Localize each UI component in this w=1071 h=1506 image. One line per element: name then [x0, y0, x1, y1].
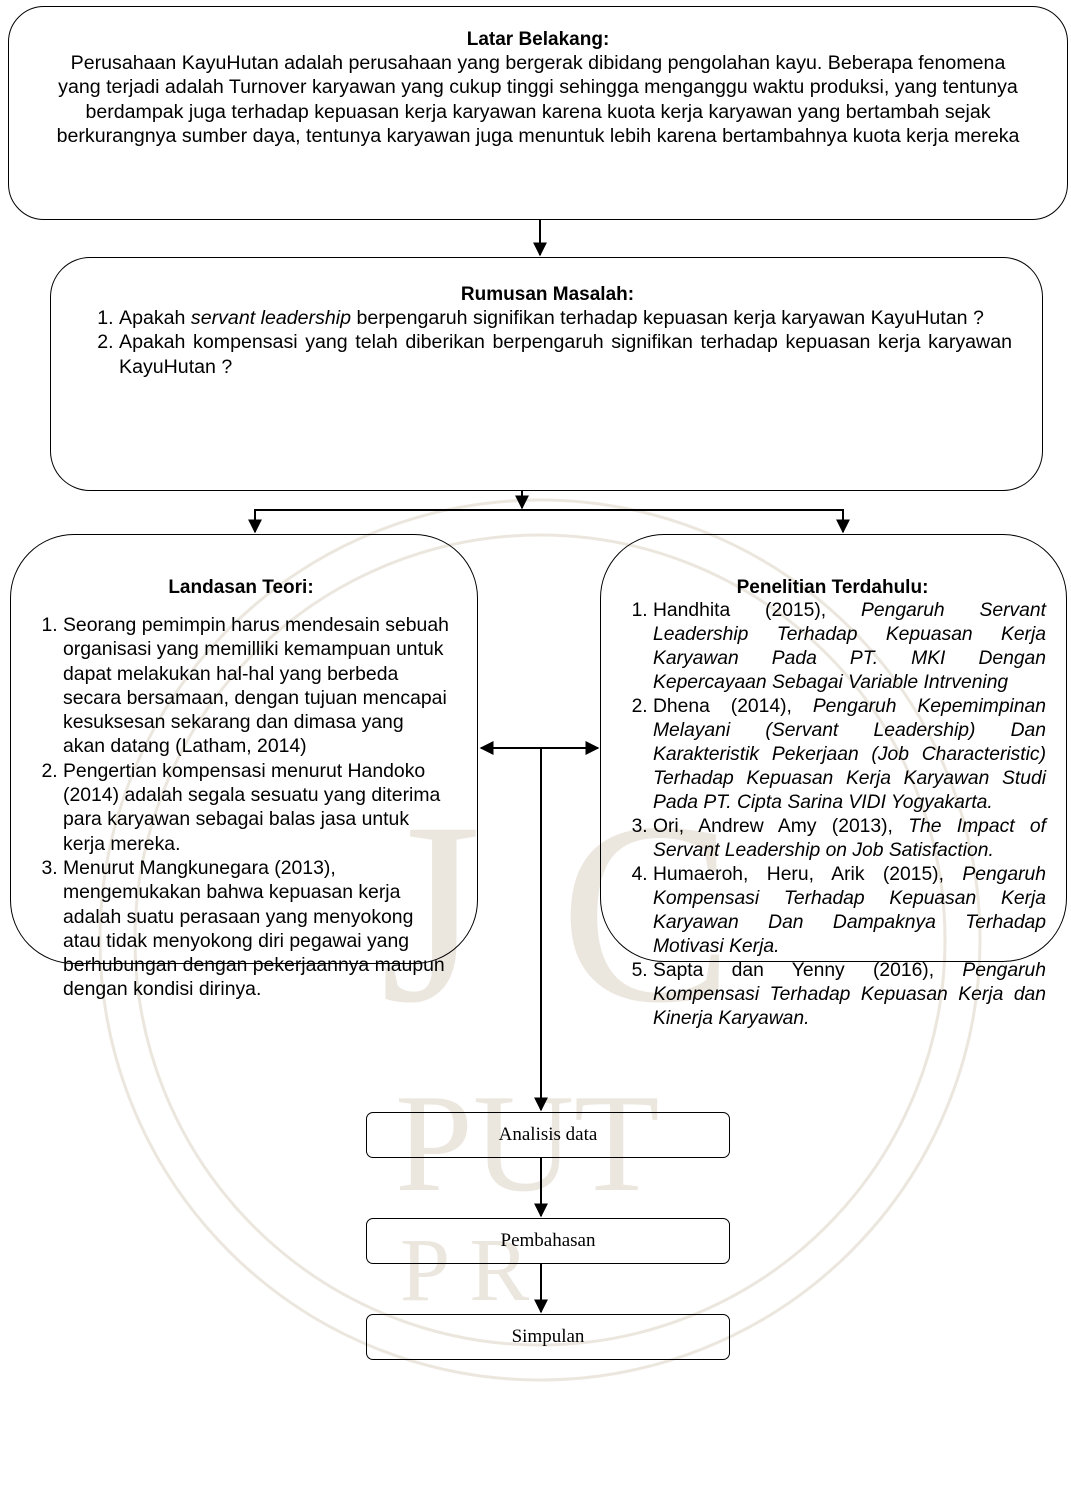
- list-item: Ori, Andrew Amy (2013), The Impact of Se…: [653, 815, 1046, 863]
- list-item: Humaeroh, Heru, Arik (2015), Pengaruh Ko…: [653, 863, 1046, 959]
- rumusan-masalah-box: Rumusan Masalah: Apakah servant leadersh…: [50, 257, 1043, 491]
- list-item: Sapta dan Yenny (2016), Pengaruh Kompens…: [653, 959, 1046, 1031]
- penelitian-terdahulu-box: Penelitian Terdahulu: Handhita (2015), P…: [600, 534, 1067, 1029]
- simpulan-box: Simpulan: [366, 1314, 730, 1360]
- split-line: [254, 509, 844, 530]
- list-item: Handhita (2015), Pengaruh Servant Leader…: [653, 599, 1046, 695]
- rumusan-masalah-title: Rumusan Masalah:: [460, 284, 635, 305]
- latar-belakang-text: Perusahaan KayuHutan adalah perusahaan y…: [56, 52, 1020, 148]
- landasan-teori-box: Landasan Teori: Seorang pemimpin harus m…: [10, 534, 478, 1000]
- list-item: Seorang pemimpin harus mendesain sebuah …: [63, 613, 449, 759]
- list-item: Menurut Mangkunegara (2013), mengemukaka…: [63, 856, 449, 1002]
- landasan-teori-title: Landasan Teori:: [168, 577, 314, 598]
- penelitian-terdahulu-title: Penelitian Terdahulu:: [736, 577, 929, 598]
- rumusan-masalah-list: Apakah servant leadership berpengaruh si…: [83, 306, 1012, 379]
- list-item: Apakah kompensasi yang telah diberikan b…: [119, 330, 1012, 379]
- pembahasan-box: Pembahasan: [366, 1218, 730, 1264]
- list-item: Dhena (2014), Pengaruh Kepemimpinan Mela…: [653, 695, 1046, 815]
- list-item: Apakah servant leadership berpengaruh si…: [119, 306, 1012, 330]
- landasan-teori-list: Seorang pemimpin harus mendesain sebuah …: [33, 613, 449, 1002]
- latar-belakang-box: Latar Belakang: Perusahaan KayuHutan ada…: [8, 6, 1068, 220]
- penelitian-terdahulu-list: Handhita (2015), Pengaruh Servant Leader…: [619, 599, 1046, 1031]
- analisis-data-box: Analisis data: [366, 1112, 730, 1158]
- list-item: Pengertian kompensasi menurut Handoko (2…: [63, 759, 449, 856]
- latar-belakang-title: Latar Belakang:: [466, 29, 610, 50]
